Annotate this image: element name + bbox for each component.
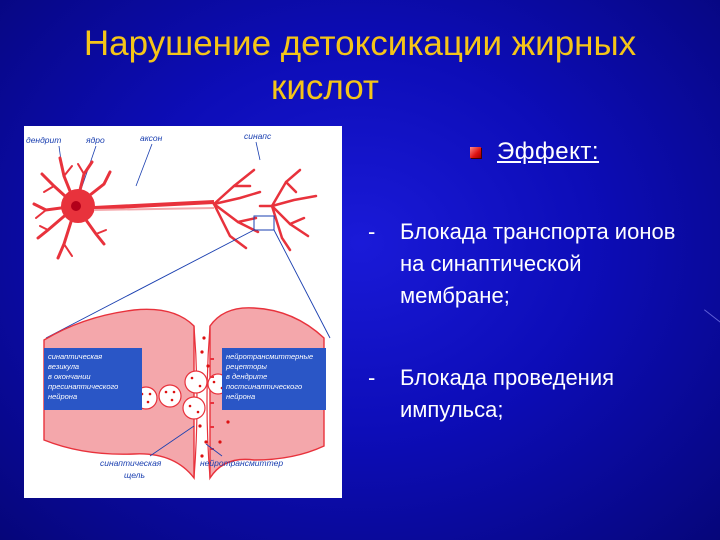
list-item: - Блокада проведения импульса; [368,362,688,426]
receptor-label-1: нейротрансмиттерные [226,352,313,361]
dash-bullet: - [368,219,376,244]
list-item-text: Блокада транспорта ионов на синаптическо… [400,219,676,308]
square-bullet-icon [470,146,481,158]
receptor-label-4: постсинаптического [226,382,302,391]
vesicle-label-4: пресинаптического [48,382,118,391]
cleft-label-1: синаптическая [100,458,162,468]
neuron-synapse-figure: дендрит ядро аксон синапс [24,126,342,498]
decorative-line [704,309,720,324]
effect-label: Эффект: [497,138,600,165]
receptor-label-3: в дендрите [226,372,267,381]
label-axon: аксон [140,133,163,143]
receptor-label-2: рецепторы [225,362,267,371]
vesicle-label-box [44,348,142,410]
effect-list: - Блокада транспорта ионов на синаптичес… [368,216,688,476]
vesicle-label-3: в окончании [48,372,91,381]
label-synapse: синапс [244,131,272,141]
vesicle-label-1: синаптическая [48,352,102,361]
list-item: - Блокада транспорта ионов на синаптичес… [368,216,688,312]
list-item-text: Блокада проведения импульса; [400,365,615,422]
label-dendrite: дендрит [26,135,61,145]
title-line-2: кислот [271,68,379,107]
figure-svg: дендрит ядро аксон синапс [26,131,331,481]
effect-heading: Эффект: [470,138,599,166]
dash-bullet: - [368,365,376,390]
transmitter-label: нейротрансмиттер [200,458,283,468]
receptor-label-box [222,348,326,410]
vesicle-label-5: нейрона [48,392,77,401]
receptor-label-5: нейрона [226,392,255,401]
title-line-1: Нарушение детоксикации жирных [83,24,637,63]
label-nucleus: ядро [85,135,105,145]
cleft-label-2: щель [124,470,145,480]
neuron [32,156,318,260]
vesicle-label-2: везикула [48,362,79,371]
slide-title: Нарушение детоксикации жирных кислот [0,22,720,110]
